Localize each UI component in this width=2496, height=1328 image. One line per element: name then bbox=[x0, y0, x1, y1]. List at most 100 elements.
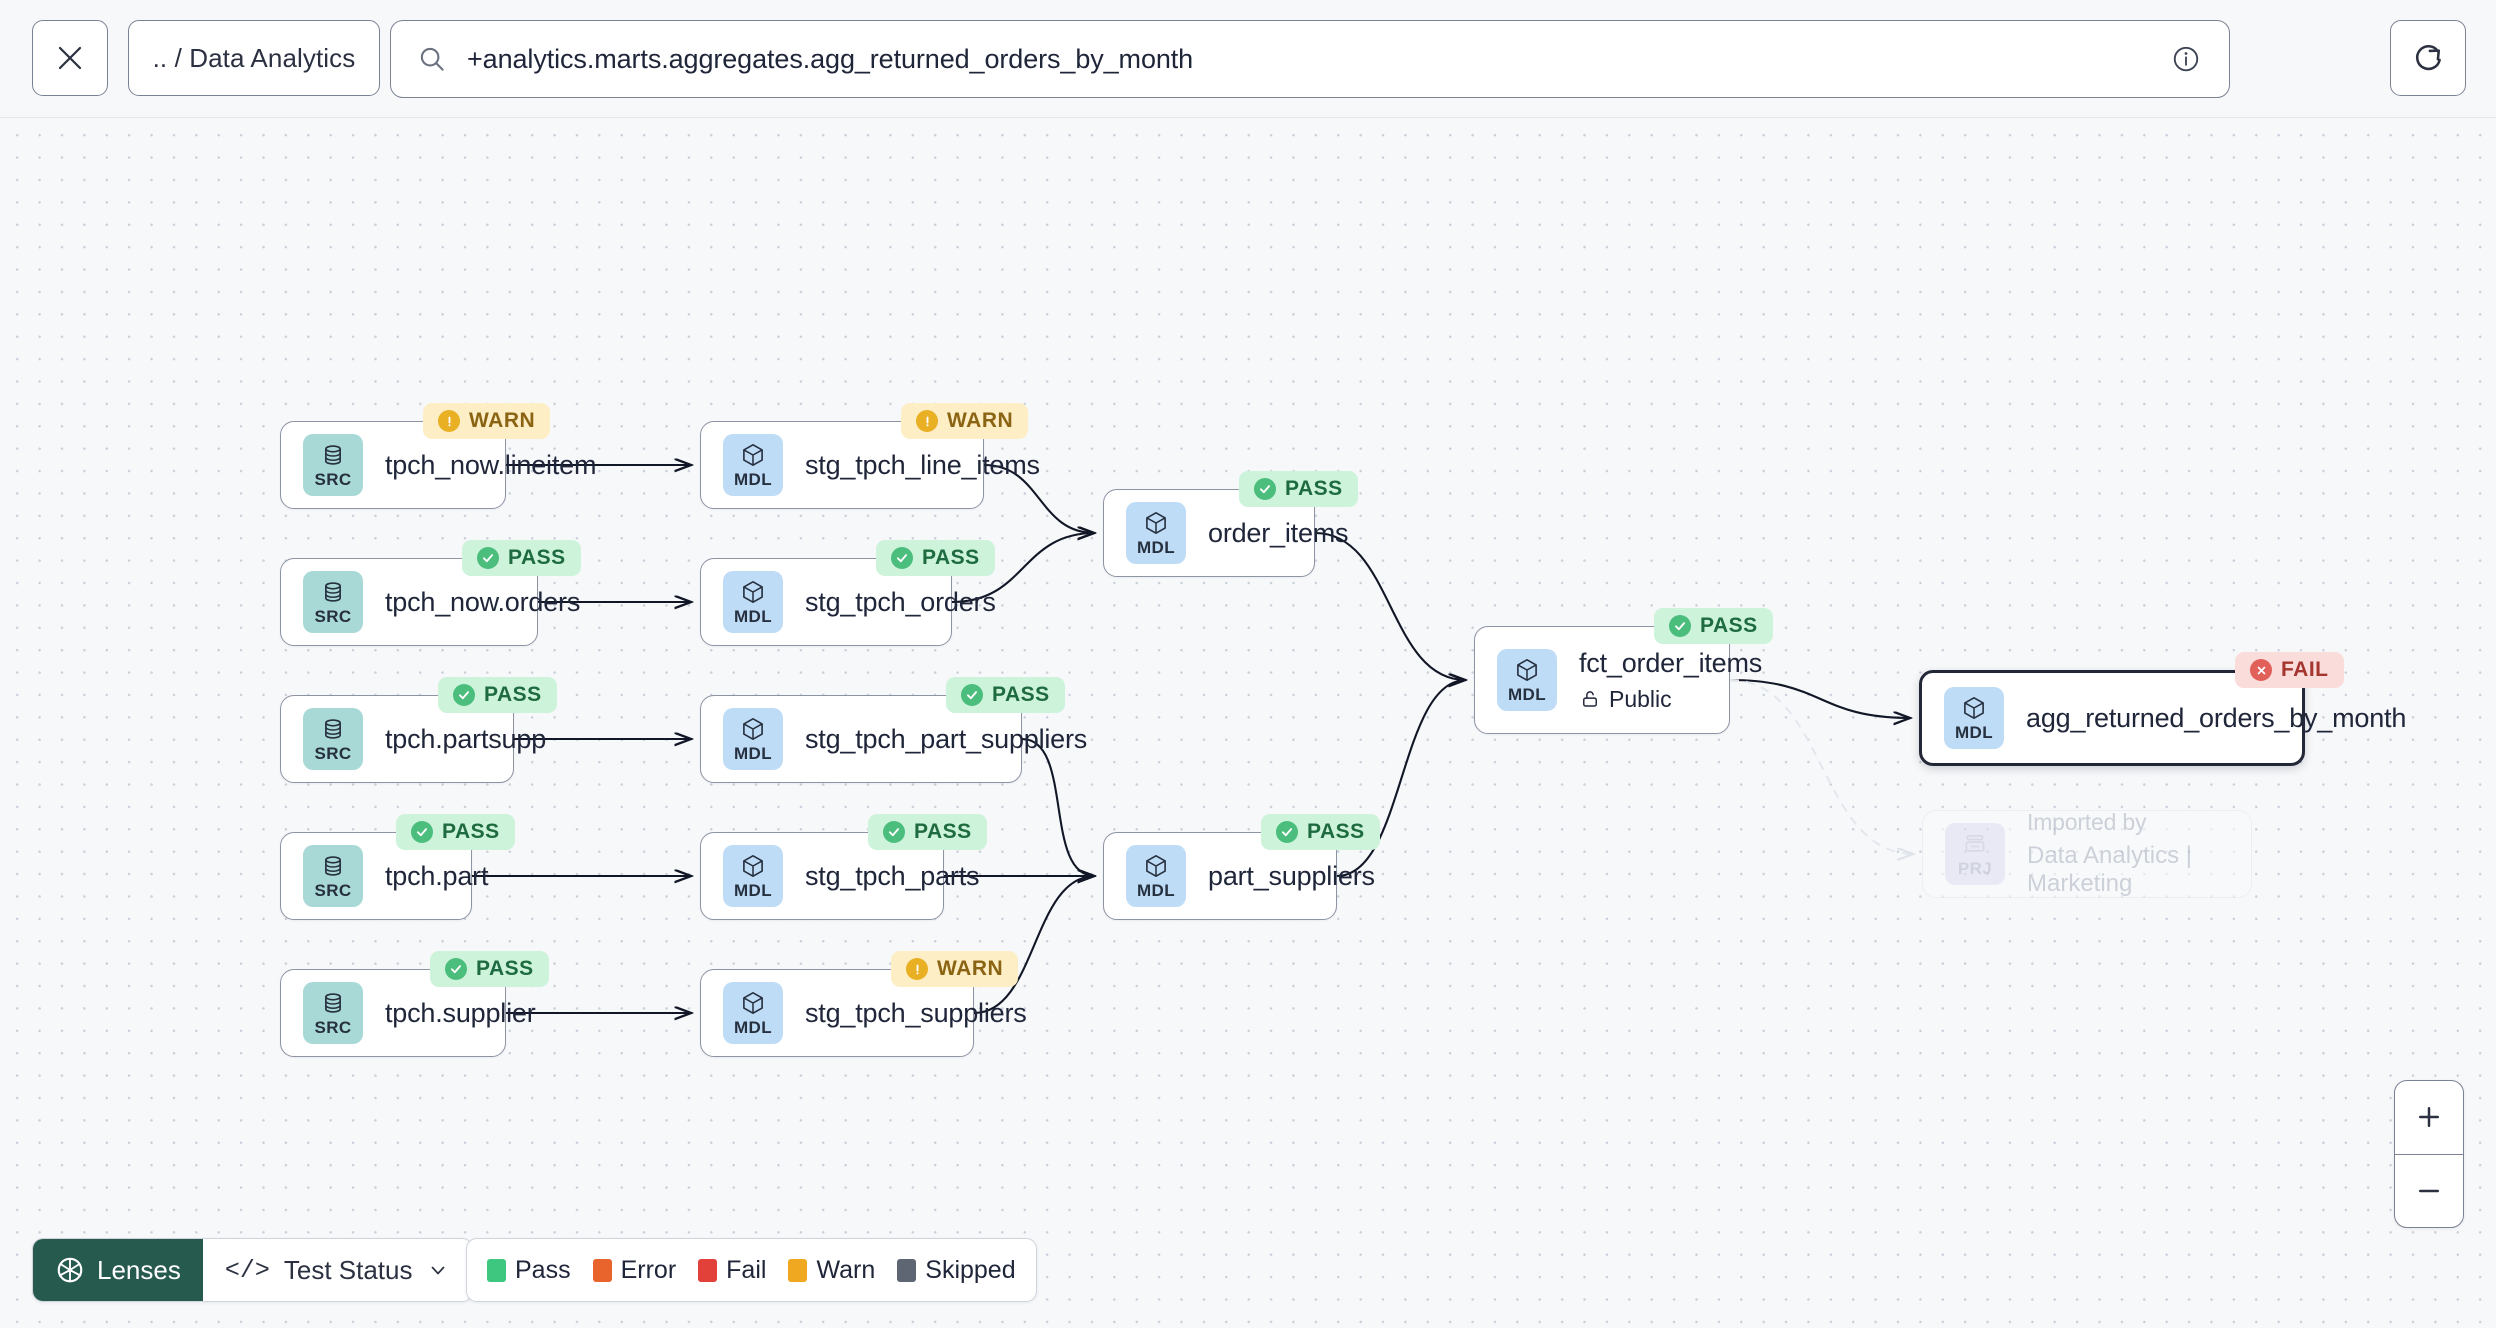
status-label: PASS bbox=[442, 820, 500, 843]
node-kind-chip-mdl: MDL bbox=[723, 571, 783, 633]
node-body: stg_tpch_suppliers bbox=[805, 998, 1027, 1029]
status-label: WARN bbox=[937, 957, 1004, 980]
mdl-icon bbox=[740, 990, 766, 1016]
status-label: PASS bbox=[1700, 614, 1758, 637]
status-legend: Pass Error Fail Warn Skipped bbox=[466, 1238, 1037, 1302]
status-badge-pass: PASS bbox=[946, 677, 1065, 713]
status-label: PASS bbox=[484, 683, 542, 706]
graph-node-tpch_partsupp[interactable]: SRC tpch.partsupp bbox=[280, 695, 546, 783]
node-kind-label: SRC bbox=[314, 1018, 352, 1037]
status-dot-pass bbox=[411, 821, 433, 843]
status-badge-pass: PASS bbox=[868, 814, 987, 850]
node-title: stg_tpch_parts bbox=[805, 860, 980, 891]
node-title: part_suppliers bbox=[1208, 860, 1375, 891]
legend-swatch-fail bbox=[698, 1258, 718, 1282]
search-input[interactable] bbox=[465, 42, 2171, 76]
legend-item-fail[interactable]: Fail bbox=[698, 1256, 766, 1285]
node-body: tpch_now.orders bbox=[385, 587, 580, 618]
node-body: order_items bbox=[1208, 518, 1349, 549]
status-dot-pass bbox=[453, 684, 475, 706]
minus-icon bbox=[2419, 1189, 2439, 1192]
zoom-in-button[interactable] bbox=[2395, 1081, 2463, 1155]
legend-swatch-pass bbox=[487, 1258, 506, 1282]
legend-swatch-warn bbox=[788, 1258, 808, 1282]
status-label: WARN bbox=[469, 409, 536, 432]
info-icon[interactable] bbox=[2171, 44, 2201, 74]
graph-edge bbox=[983, 463, 1095, 533]
node-kind-chip-src: SRC bbox=[303, 571, 363, 633]
node-body: tpch.supplier bbox=[385, 998, 536, 1029]
node-kind-label: SRC bbox=[314, 470, 352, 489]
graph-node-tpch_now_lineitem[interactable]: SRC tpch_now.lineitem bbox=[280, 421, 596, 509]
graph-node-tpch_part[interactable]: SRC tpch.part bbox=[280, 832, 488, 920]
src-icon bbox=[320, 442, 346, 468]
node-kind-chip-src: SRC bbox=[303, 708, 363, 770]
node-kind-chip-mdl: MDL bbox=[1944, 687, 2004, 749]
node-kind-chip-mdl: MDL bbox=[723, 845, 783, 907]
node-kind-label: PRJ bbox=[1957, 859, 1993, 878]
zoom-controls bbox=[2394, 1080, 2464, 1228]
node-kind-label: SRC bbox=[314, 744, 352, 763]
node-body: stg_tpch_orders bbox=[805, 587, 996, 618]
refresh-button[interactable] bbox=[2390, 20, 2466, 96]
node-kind-chip-mdl: MDL bbox=[723, 982, 783, 1044]
node-subtitle-row: Data Analytics | Marketing bbox=[2027, 842, 2251, 898]
status-label: PASS bbox=[508, 546, 566, 569]
node-kind-label: MDL bbox=[733, 607, 773, 626]
status-label: FAIL bbox=[2281, 658, 2329, 681]
node-kind-label: MDL bbox=[733, 881, 773, 900]
node-body: agg_returned_orders_by_month bbox=[2026, 703, 2406, 734]
status-badge-pass: PASS bbox=[438, 677, 557, 713]
graph-edge bbox=[973, 876, 1095, 1015]
status-label: PASS bbox=[1307, 820, 1365, 843]
node-kind-chip-prj: PRJ bbox=[1945, 823, 2005, 885]
status-dot-pass bbox=[1669, 615, 1691, 637]
node-subtitle: Public bbox=[1609, 685, 1672, 712]
status-dot-pass bbox=[891, 547, 913, 569]
status-dot-fail bbox=[2250, 659, 2272, 681]
mdl-icon bbox=[740, 442, 766, 468]
node-title: tpch.supplier bbox=[385, 997, 536, 1028]
graph-node-tpch_supplier[interactable]: SRC tpch.supplier bbox=[280, 969, 536, 1057]
breadcrumb-label: .. / Data Analytics bbox=[152, 42, 356, 73]
legend-item-skipped[interactable]: Skipped bbox=[897, 1256, 1016, 1285]
node-body: tpch_now.lineitem bbox=[385, 450, 596, 481]
node-kind-chip-mdl: MDL bbox=[1126, 845, 1186, 907]
status-badge-pass: PASS bbox=[1239, 471, 1358, 507]
node-subtitle-row: Public bbox=[1579, 686, 1762, 713]
graph-edge bbox=[1336, 680, 1466, 878]
node-kind-chip-src: SRC bbox=[303, 845, 363, 907]
status-badge-warn: WARN bbox=[901, 403, 1029, 439]
zoom-out-button[interactable] bbox=[2395, 1155, 2463, 1228]
node-body: stg_tpch_line_items bbox=[805, 450, 1040, 481]
node-title: stg_tpch_part_suppliers bbox=[805, 723, 1088, 754]
legend-item-warn[interactable]: Warn bbox=[788, 1256, 875, 1285]
legend-item-pass[interactable]: Pass bbox=[487, 1256, 571, 1285]
node-subtitle: Data Analytics | Marketing bbox=[2027, 841, 2192, 897]
status-label: PASS bbox=[1285, 477, 1343, 500]
status-dot-pass bbox=[883, 821, 905, 843]
node-kind-label: MDL bbox=[1136, 881, 1176, 900]
node-title: stg_tpch_suppliers bbox=[805, 997, 1027, 1028]
top-toolbar: .. / Data Analytics bbox=[0, 0, 2496, 118]
node-body: tpch.part bbox=[385, 861, 488, 892]
lenses-button[interactable]: Lenses bbox=[33, 1239, 203, 1301]
node-kind-label: MDL bbox=[1507, 685, 1547, 704]
status-dot-pass bbox=[477, 547, 499, 569]
node-title: tpch.partsupp bbox=[385, 723, 547, 754]
status-badge-pass: PASS bbox=[462, 540, 581, 576]
search-bar[interactable] bbox=[390, 20, 2230, 98]
legend-item-error[interactable]: Error bbox=[592, 1256, 676, 1285]
mdl-icon bbox=[1143, 853, 1169, 879]
graph-edge bbox=[1314, 531, 1466, 680]
breadcrumb[interactable]: .. / Data Analytics bbox=[128, 20, 380, 96]
close-button[interactable] bbox=[32, 20, 108, 96]
unlock-icon bbox=[1579, 688, 1601, 710]
test-status-dropdown[interactable]: </> Test Status bbox=[203, 1239, 473, 1301]
